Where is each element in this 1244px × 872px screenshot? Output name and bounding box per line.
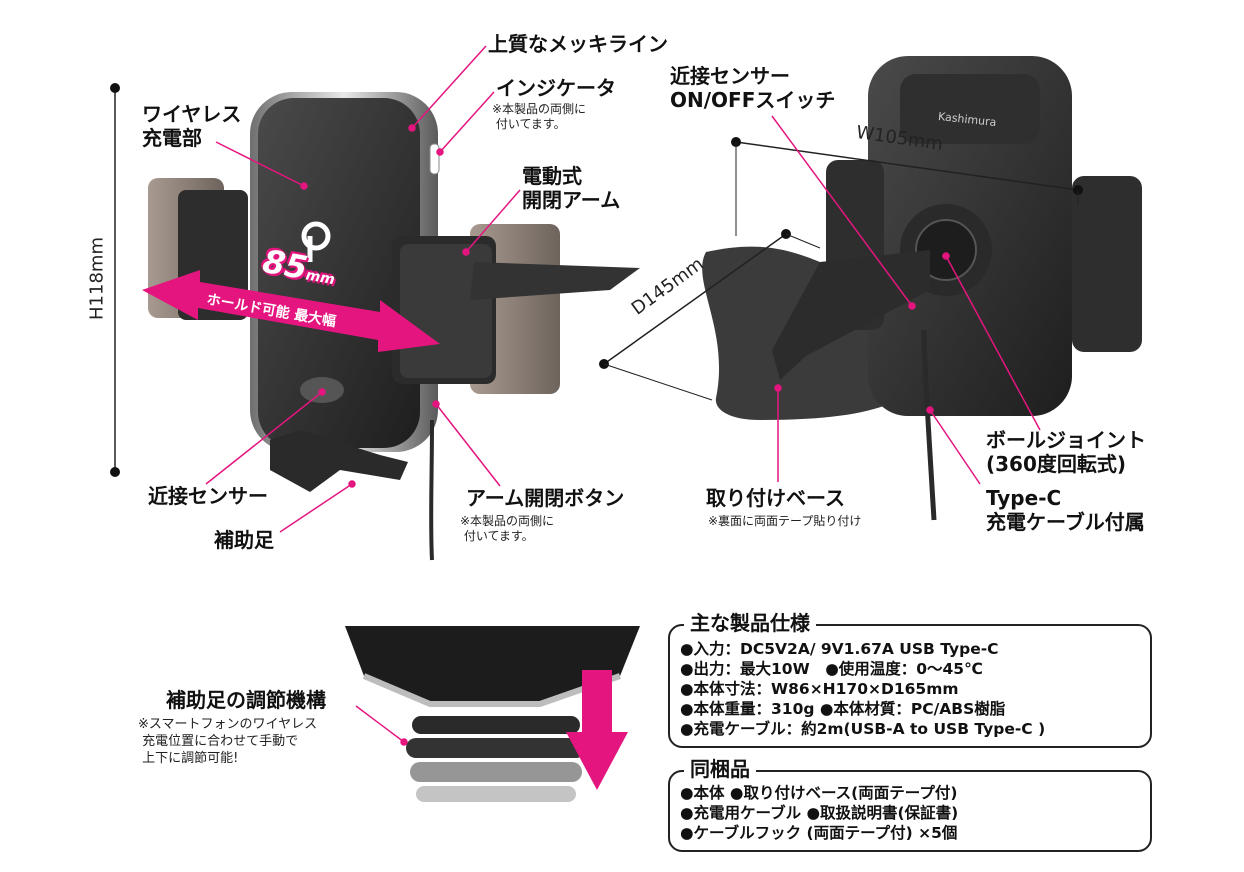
depth-dimension xyxy=(599,229,821,401)
included-line: ●充電用ケーブル ●取扱説明書(保証書) xyxy=(680,804,959,822)
hold-unit: mm xyxy=(304,267,336,289)
plating-line-label: 上質なメッキライン xyxy=(488,32,668,56)
spec-line: ●充電ケーブル：約2m(USB-A to USB Type-C ) xyxy=(680,720,1046,738)
included-line: ●本体 ●取り付けベース(両面テープ付) xyxy=(680,784,958,802)
height-label: H118mm xyxy=(86,237,108,320)
height-dimension xyxy=(110,83,120,477)
spec-box xyxy=(668,624,1152,748)
foot-adjust-note: ※スマートフォンのワイヤレス 充電位置に合わせて手動で 上下に調節可能! xyxy=(138,717,318,766)
spec-line: ●本体寸法：W86×H170×D165mm xyxy=(680,680,959,698)
hold-number: 85 xyxy=(259,241,311,288)
proximity-sensor-label: 近接センサー xyxy=(148,484,268,508)
included-title: 同梱品 xyxy=(684,758,756,780)
arm-button-label: アーム開閉ボタン xyxy=(466,486,625,510)
width-dimension xyxy=(731,137,1083,236)
spec-line: ●出力：最大10W ●使用温度：0〜45℃ xyxy=(680,660,983,678)
arm-button-note: ※本製品の両側に 付いてます。 xyxy=(460,514,555,543)
mount-base-label: 取り付けベース xyxy=(706,486,845,510)
ball-joint-label: ボールジョイント (360度回転式) xyxy=(986,428,1146,476)
hold-width-arrow xyxy=(142,270,440,352)
aux-foot-label: 補助足 xyxy=(214,528,274,552)
back-device xyxy=(702,56,1142,521)
indicator-label: インジケータ xyxy=(496,76,616,100)
included-line: ●ケーブルフック (両面テープ付) ×5個 xyxy=(680,824,958,842)
proximity-switch-label: 近接センサー ON/OFFスイッチ xyxy=(670,64,836,112)
foot-detail-image xyxy=(345,626,640,802)
spec-title: 主な製品仕様 xyxy=(684,612,816,634)
indicator-note: ※本製品の両側に 付いてます。 xyxy=(492,102,587,131)
included-box xyxy=(668,770,1152,852)
spec-line: ●入力：DC5V2A/ 9V1.67A USB Type-C xyxy=(680,640,999,658)
electric-arm-label: 電動式 開閉アーム xyxy=(522,164,621,212)
spec-line: ●本体重量：310g ●本体材質：PC/ABS樹脂 xyxy=(680,700,1006,718)
foot-adjust-label: 補助足の調節機構 xyxy=(166,688,326,712)
leader-lines xyxy=(205,45,1041,746)
wireless-charger-label: ワイヤレス 充電部 xyxy=(142,102,242,150)
type-c-label: Type-C 充電ケーブル付属 xyxy=(986,486,1145,534)
mount-base-note: ※裏面に両面テープ貼り付け xyxy=(708,514,862,528)
